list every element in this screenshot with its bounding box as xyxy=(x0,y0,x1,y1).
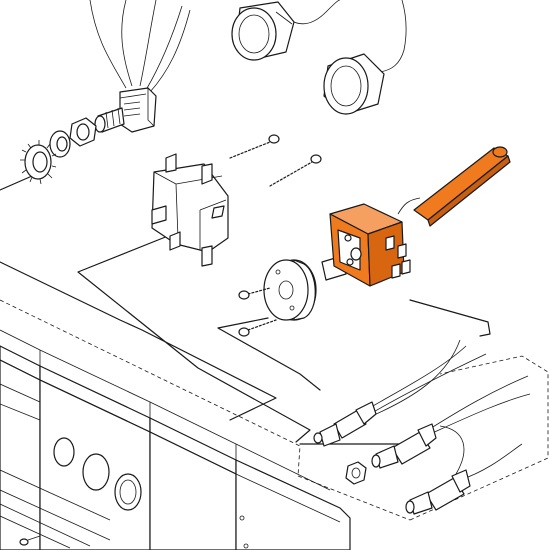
leader-probes xyxy=(409,299,491,337)
leader-potentiometer xyxy=(0,175,33,191)
long-screw-lower xyxy=(269,154,322,187)
potentiometer-with-wires xyxy=(89,0,191,133)
flat-washer xyxy=(49,130,71,158)
group-frame-right xyxy=(409,355,549,521)
leader-panel xyxy=(0,261,277,421)
leader-lines xyxy=(0,175,549,521)
leader-flange xyxy=(217,317,321,391)
wired-probe-lower xyxy=(405,425,523,515)
wired-probe-upper xyxy=(313,339,487,447)
thermostat xyxy=(321,203,411,287)
wired-probe-middle xyxy=(371,375,531,469)
long-screw-upper xyxy=(229,134,280,159)
indicator-lamp-upper xyxy=(231,0,341,61)
nut xyxy=(69,117,97,147)
short-screw-upper xyxy=(238,287,271,300)
leader-switch-block xyxy=(77,235,311,443)
group-frame-bottom xyxy=(297,475,411,521)
control-panel-frame xyxy=(0,329,351,550)
indicator-lamp-lower xyxy=(323,0,407,115)
group-frame-left xyxy=(0,299,301,477)
lock-washer xyxy=(20,140,57,185)
switch-block xyxy=(151,153,229,267)
short-screw-lower xyxy=(238,319,277,337)
thermostat-capillary-bulb xyxy=(397,146,511,227)
mounting-flange xyxy=(263,259,317,321)
hex-nut xyxy=(345,461,367,485)
